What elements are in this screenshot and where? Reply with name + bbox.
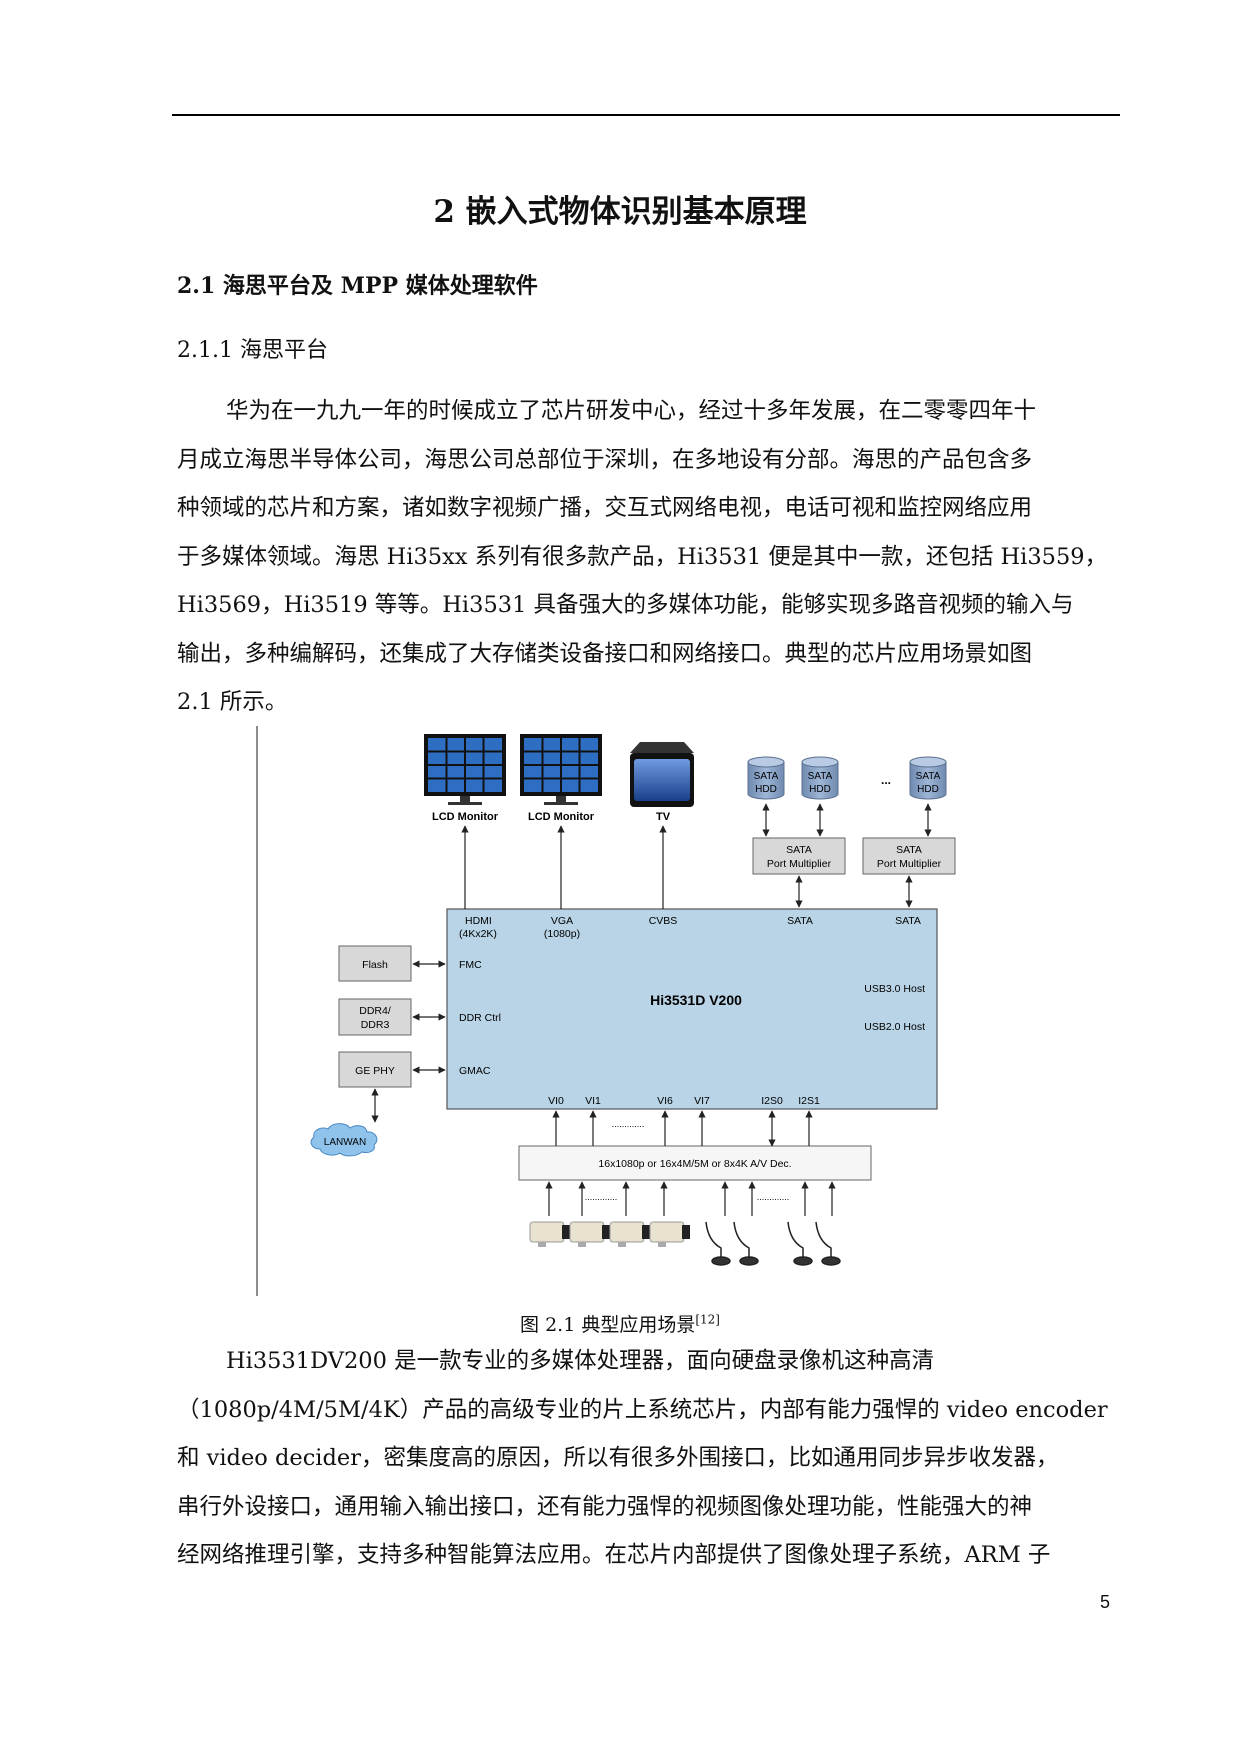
chip-block: HDMI (4Kx2K) VGA (1080p) CVBS SATA SATA …: [446, 908, 938, 1110]
microphone-icon: [787, 1221, 813, 1266]
chapter-title: 2 嵌入式物体识别基本原理: [433, 194, 807, 230]
vi-dots: .............: [612, 1119, 645, 1129]
port-i2s0: I2S0: [761, 1095, 783, 1107]
hdd-sata-label: SATA: [754, 771, 779, 782]
figure-caption: 图 2.1 典型应用场景[12]: [0, 1310, 1240, 1337]
port-fmc: FMC: [459, 959, 482, 971]
port-multiplier-label: Port Multiplier: [767, 858, 832, 870]
ddr3-label: DDR3: [361, 1019, 390, 1031]
paragraph-2-line: Hi3531DV200 是一款专业的多媒体处理器，面向硬盘录像机这种高清: [226, 1348, 935, 1374]
paragraph-1-line: 月成立海思半导体公司，海思公司总部位于深圳，在多地设有分部。海思的产品包含多: [177, 446, 1033, 473]
port-ddr-ctrl: DDR Ctrl: [459, 1012, 501, 1024]
microphone-icon: [733, 1221, 759, 1266]
sata-port-multiplier-2: SATA Port Multiplier: [862, 837, 956, 875]
hdd-ellipsis: ...: [881, 773, 891, 787]
page-number: 5: [1100, 1592, 1111, 1612]
port-vi7: VI7: [694, 1095, 710, 1107]
flash-block: Flash: [338, 945, 412, 982]
paragraph-1-line: 2.1 所示。: [177, 689, 288, 715]
hdd-icon: SATA HDD: [747, 756, 785, 800]
paragraph-2-line: 经网络推理引擎，支持多种智能算法应用。在芯片内部提供了图像处理子系统，ARM 子: [177, 1542, 1051, 1568]
connectors: [371, 803, 932, 1216]
paragraph-1-line: 种领域的芯片和方案，诸如数字视频广播，交互式网络电视，电话可视和监控网络应用: [177, 495, 1033, 521]
paragraph-1-line: 输出，多种编解码，还集成了大存储类设备接口和网络接口。典型的芯片应用场景如图: [177, 640, 1033, 667]
mic-dots: .............: [757, 1192, 790, 1202]
port-hdmi: HDMI: [465, 915, 492, 927]
hdd-icon: SATA HDD: [909, 756, 947, 800]
lcd-monitor-2-label: LCD Monitor: [528, 811, 595, 823]
microphone-icon: [815, 1221, 841, 1266]
port-vi0: VI0: [548, 1095, 564, 1107]
caption-text: 图 2.1 典型应用场景: [520, 1314, 696, 1336]
gephy-block: GE PHY: [338, 1051, 412, 1088]
lcd-monitor-icon: [520, 734, 602, 805]
port-vga: VGA: [551, 915, 573, 927]
hdd-label: HDD: [917, 784, 939, 795]
port-vga-res: (1080p): [544, 928, 580, 940]
decoder-label: 16x1080p or 16x4M/5M or 8x4K A/V Dec.: [598, 1158, 791, 1170]
port-vi1: VI1: [585, 1095, 601, 1107]
port-multiplier-sata-label: SATA: [786, 844, 812, 856]
paragraph-1-line: Hi3569，Hi3519 等等。Hi3531 具备强大的多媒体功能，能够实现多…: [177, 592, 1074, 618]
microphone-icon: [705, 1221, 731, 1266]
paragraph-1-line: 华为在一九九一年的时候成立了芯片研发中心，经过十多年发展，在二零零四年十: [226, 398, 1037, 424]
hdd-sata-label: SATA: [808, 771, 833, 782]
sata-port-multiplier-1: SATA Port Multiplier: [752, 837, 846, 875]
camera-icon: [649, 1221, 690, 1247]
port-hdmi-res: (4Kx2K): [459, 928, 497, 940]
tv-icon: [630, 742, 694, 807]
camera-icon: [569, 1221, 610, 1247]
paragraph-2-line: 和 video decider，密集度高的原因，所以有很多外围接口，比如通用同步…: [177, 1445, 1059, 1471]
camera-icon: [529, 1221, 570, 1247]
hdd-icon: SATA HDD: [801, 756, 839, 800]
section-title: 2.1 海思平台及 MPP 媒体处理软件: [177, 273, 538, 299]
cloud-icon: [310, 1123, 378, 1157]
chip-name: Hi3531D V200: [650, 992, 742, 1008]
port-sata-2: SATA: [895, 915, 921, 927]
paragraph-1: 华为在一九九一年的时候成立了芯片研发中心，经过十多年发展，在二零零四年十 月成立…: [177, 387, 1117, 727]
tv-label: TV: [656, 811, 671, 823]
hdd-label: HDD: [809, 784, 831, 795]
flash-label: Flash: [362, 959, 388, 971]
hdd-label: HDD: [755, 784, 777, 795]
lcd-monitor-icon: [424, 734, 506, 805]
port-i2s1: I2S1: [798, 1095, 820, 1107]
gephy-label: GE PHY: [355, 1065, 395, 1077]
port-multiplier-label: Port Multiplier: [877, 858, 942, 870]
ddr-block: DDR4/ DDR3: [338, 998, 412, 1036]
port-cvbs: CVBS: [649, 915, 678, 927]
paragraph-2-line: 串行外设接口，通用输入输出接口，还有能力强悍的视频图像处理功能，性能强大的神: [177, 1493, 1033, 1520]
lanwan-label: LANWAN: [324, 1137, 366, 1148]
port-multiplier-sata-label: SATA: [896, 844, 922, 856]
port-usb2: USB2.0 Host: [864, 1021, 925, 1033]
decoder-block: 16x1080p or 16x4M/5M or 8x4K A/V Dec.: [518, 1145, 872, 1181]
port-sata-1: SATA: [787, 915, 813, 927]
port-vi6: VI6: [657, 1095, 673, 1107]
paragraph-2: Hi3531DV200 是一款专业的多媒体处理器，面向硬盘录像机这种高清 （10…: [177, 1337, 1117, 1580]
ddr4-label: DDR4/: [359, 1005, 391, 1017]
header-rule: [172, 114, 1120, 116]
port-gmac: GMAC: [459, 1065, 491, 1077]
camera-icon: [609, 1221, 650, 1247]
subsection-title: 2.1.1 海思平台: [177, 338, 328, 363]
port-usb3: USB3.0 Host: [864, 983, 925, 995]
figure-application-scenario: LCD Monitor LCD Monitor TV SATA HDD SATA…: [256, 726, 986, 1310]
paragraph-2-line: （1080p/4M/5M/4K）产品的高级专业的片上系统芯片，内部有能力强悍的 …: [177, 1396, 1108, 1423]
lcd-monitor-1-label: LCD Monitor: [432, 811, 499, 823]
caption-reference: [12]: [695, 1312, 720, 1327]
camera-dots: .............: [585, 1192, 618, 1202]
paragraph-1-line: 于多媒体领域。海思 Hi35xx 系列有很多款产品，Hi3531 便是其中一款，…: [177, 543, 1108, 570]
hdd-sata-label: SATA: [916, 771, 941, 782]
